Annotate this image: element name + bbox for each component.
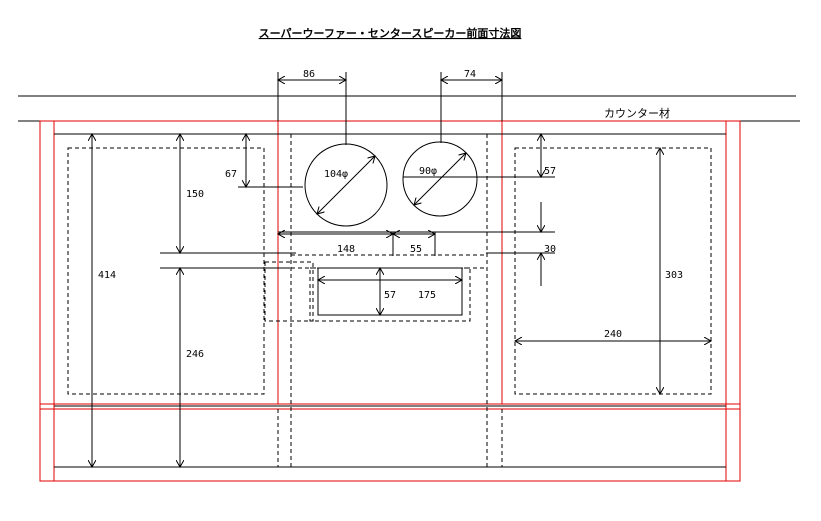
dim-86: 86 [303, 69, 315, 80]
drawing-title: スーパーウーファー・センタースピーカー前面寸法図 [259, 26, 522, 40]
dim-150: 150 [186, 189, 204, 200]
dim-67: 67 [225, 169, 237, 180]
extension-lines [160, 72, 555, 269]
dim-104-diameter: 104φ [324, 169, 348, 180]
dim-246: 246 [186, 349, 204, 360]
counter-label: カウンター材 [604, 106, 670, 120]
cabinet-inner-lines [54, 133, 726, 468]
dim-175: 175 [418, 290, 436, 301]
inner-box [317, 267, 463, 316]
dim-148: 148 [337, 244, 355, 255]
dim-303: 303 [665, 270, 683, 281]
dimension-lines [92, 80, 711, 467]
dim-55: 55 [410, 244, 422, 255]
counter-board [18, 95, 800, 122]
dim-57-right: 57 [544, 166, 556, 177]
dim-90-diameter: 90φ [419, 166, 437, 177]
cabinet-frame [39, 120, 741, 482]
dim-414: 414 [98, 270, 116, 281]
dim-57-inner: 57 [384, 290, 396, 301]
dim-240: 240 [604, 329, 622, 340]
dimension-labels: 86 74 414 150 246 67 104φ 90φ 57 148 55 … [98, 69, 683, 360]
tweeter-cutout [402, 141, 478, 217]
dim-74: 74 [464, 69, 476, 80]
diameter-lines [317, 153, 466, 214]
dim-30: 30 [544, 244, 556, 255]
